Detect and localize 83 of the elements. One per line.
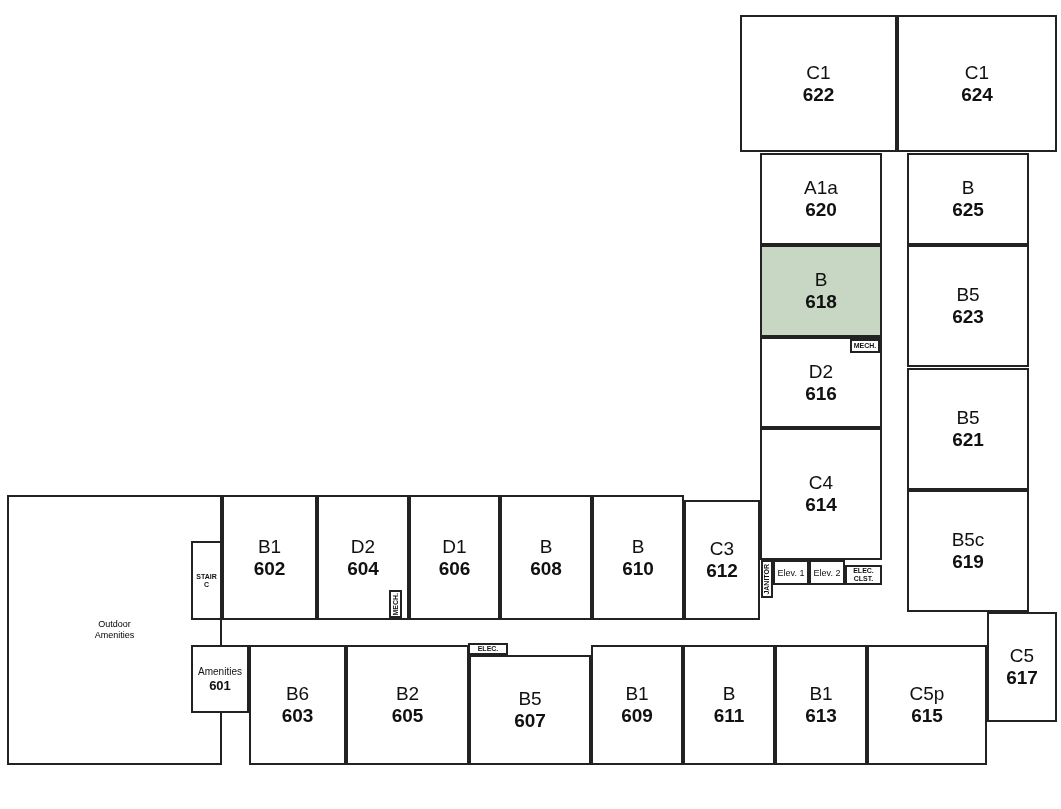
unit-number: 615: [911, 705, 943, 727]
unit-number: 603: [281, 705, 314, 727]
room-label: Amenities: [198, 665, 242, 678]
unit-number: 625: [952, 199, 984, 221]
unit-room: [897, 15, 1057, 152]
unit-number: 612: [706, 560, 738, 582]
service-room: [191, 541, 222, 620]
unit-type: C4: [808, 472, 834, 494]
unit-type: B: [631, 535, 645, 558]
amenity-room: [191, 645, 249, 713]
elevator-room: [773, 560, 809, 585]
elevator-room: [809, 560, 845, 585]
unit-type: B6: [285, 683, 310, 705]
service-room: [845, 565, 882, 585]
room-label: Elev. 1: [777, 567, 805, 578]
unit-number: 623: [952, 306, 984, 328]
unit-type: C5p: [909, 683, 945, 705]
service-room: [468, 643, 508, 655]
unit-room: [740, 15, 897, 152]
unit-room: [907, 245, 1029, 367]
unit-number: 616: [805, 382, 837, 405]
unit-type: C5: [1009, 645, 1035, 667]
unit-number: 619: [952, 551, 984, 573]
unit-room: [684, 500, 760, 620]
unit-room: [317, 495, 409, 620]
unit-room: [907, 153, 1029, 245]
unit-room: [469, 655, 591, 765]
unit-room: [409, 495, 500, 620]
unit-type: B: [961, 177, 975, 199]
unit-number: 601: [209, 677, 231, 693]
unit-room: [683, 645, 775, 765]
room-label: Elev. 2: [813, 567, 841, 578]
unit-room: [775, 645, 867, 765]
unit-type: D2: [350, 535, 376, 558]
unit-room: [867, 645, 987, 765]
unit-room: [760, 428, 882, 560]
unit-type: D1: [442, 535, 467, 558]
unit-room: [987, 612, 1057, 722]
unit-number: 606: [438, 557, 471, 580]
unit-type: B5: [956, 407, 980, 429]
unit-number: 608: [530, 557, 562, 580]
unit-type: B: [814, 269, 828, 291]
unit-type: B1: [809, 683, 833, 705]
unit-type: C1: [964, 61, 990, 84]
unit-number: 609: [621, 705, 653, 727]
unit-room: [760, 153, 882, 245]
unit-room: [592, 495, 684, 620]
unit-room: [591, 645, 683, 765]
unit-room: [760, 337, 882, 428]
unit-number: 614: [805, 494, 837, 516]
unit-type: A1a: [804, 177, 838, 199]
unit-type: B5: [518, 688, 542, 710]
unit-number: 610: [622, 557, 654, 580]
unit-room: [222, 495, 317, 620]
unit-room: [249, 645, 346, 765]
unit-number: 611: [713, 705, 745, 727]
unit-number: 602: [253, 557, 286, 580]
unit-type: B5: [956, 284, 980, 306]
unit-type: B1: [625, 683, 649, 705]
unit-number: 624: [961, 83, 993, 106]
unit-room: [907, 490, 1029, 612]
unit-type: D2: [808, 360, 834, 383]
unit-type: B2: [395, 683, 420, 705]
unit-type: B1: [257, 535, 282, 558]
unit-room: [346, 645, 469, 765]
unit-number: 620: [805, 199, 837, 221]
unit-room: [500, 495, 592, 620]
unit-type: B: [539, 535, 553, 558]
unit-type: C3: [709, 538, 735, 560]
unit-type: B5c: [951, 529, 985, 551]
unit-room: [760, 245, 882, 337]
unit-number: 618: [805, 291, 837, 313]
unit-number: 622: [802, 83, 835, 106]
unit-number: 617: [1006, 667, 1038, 689]
unit-type: C1: [806, 61, 831, 84]
unit-room: [907, 368, 1029, 490]
area-label: Outdoor Amenities: [93, 619, 136, 641]
unit-number: 605: [391, 705, 424, 727]
unit-number: 607: [514, 710, 546, 732]
unit-number: 621: [952, 429, 984, 451]
unit-number: 613: [805, 705, 837, 727]
unit-number: 604: [347, 557, 379, 580]
unit-type: B: [722, 683, 736, 705]
